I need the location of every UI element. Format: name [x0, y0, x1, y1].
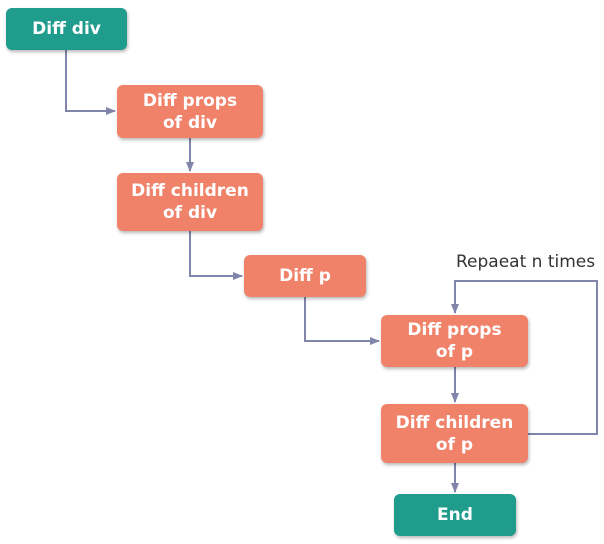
node-diff-props-of-div-label: Diff props of div: [142, 90, 238, 133]
node-diff-div-label: Diff div: [32, 19, 101, 39]
edge-diff-p-to-props-p: [304, 297, 380, 345]
node-diff-children-of-p-label: Diff children of p: [395, 412, 514, 455]
repeat-loop-label: Repaeat n times: [456, 252, 596, 272]
edge-children-div-to-diff-p: [189, 231, 243, 280]
node-diff-props-of-p-label: Diff props of p: [407, 320, 502, 362]
node-diff-props-of-div: Diff props of div: [117, 85, 263, 138]
edge-diff-div-to-props-div: [65, 50, 116, 115]
node-diff-div: Diff div: [6, 8, 127, 50]
node-diff-props-of-p: Diff props of p: [381, 315, 528, 367]
node-end: End: [394, 494, 516, 536]
edge-repeat-loop: [451, 280, 598, 435]
node-diff-children-of-div-label: Diff children of div: [131, 181, 249, 223]
node-diff-children-of-p: Diff children of p: [381, 404, 528, 463]
node-diff-children-of-div: Diff children of div: [117, 173, 263, 231]
node-end-label: End: [437, 505, 473, 525]
node-diff-p: Diff p: [244, 255, 366, 297]
node-diff-p-label: Diff p: [279, 266, 331, 286]
